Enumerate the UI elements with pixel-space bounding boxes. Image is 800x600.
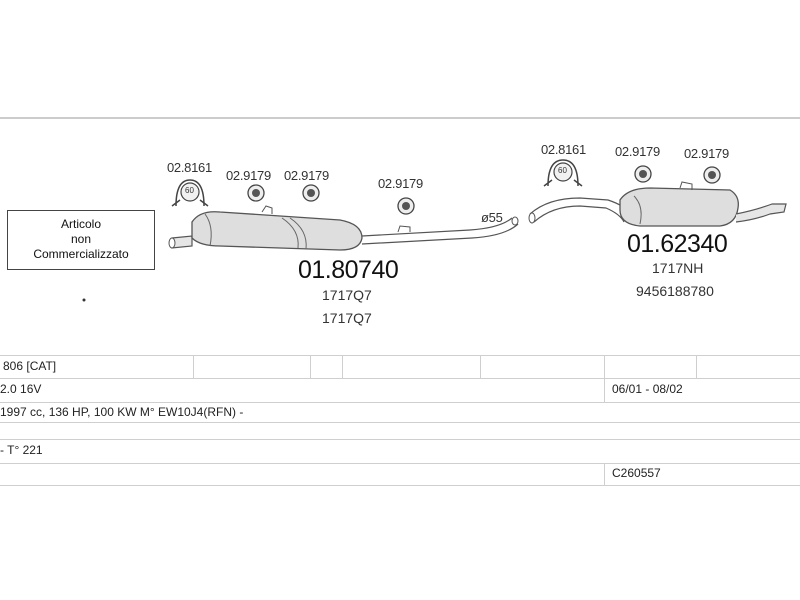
pipe-diameter-label: ø55 — [481, 210, 503, 225]
clamp-large-left-code: 02.8161 — [167, 160, 212, 175]
clamp-small-left-a-code: 02.9179 — [226, 168, 271, 183]
table-divider — [342, 355, 343, 378]
front-silencer-ref-1: 1717Q7 — [322, 287, 372, 303]
clamp-large-right-code: 02.8161 — [541, 142, 586, 157]
middle-pipe-top — [361, 217, 513, 237]
years-cell: 06/01 - 08/02 — [612, 382, 683, 396]
clamp-small-left-c — [397, 197, 415, 215]
table-rule — [0, 355, 800, 356]
tail-pipe — [735, 203, 787, 223]
table-rule — [0, 463, 800, 464]
specs-cell: 1997 cc, 136 HP, 100 KW M° EW10J4(RFN) - — [0, 405, 244, 419]
clamp-small-left-c-code: 02.9179 — [378, 176, 423, 191]
rear-silencer-seam — [633, 195, 642, 225]
table-rule — [0, 485, 800, 486]
clamp-small-right-a — [634, 165, 652, 183]
clamp-small-left-a — [247, 184, 265, 202]
middle-pipe-end — [511, 216, 519, 226]
hanger-bracket — [261, 205, 273, 214]
table-divider — [696, 355, 697, 378]
clamp-large-left — [171, 179, 209, 207]
table-rule — [0, 402, 800, 403]
model-cell: 806 [CAT] — [3, 359, 57, 373]
table-divider — [604, 355, 605, 402]
rear-silencer-assembly — [528, 181, 787, 227]
front-silencer-seam — [204, 213, 212, 247]
rear-hanger — [679, 181, 693, 190]
table-divider — [480, 355, 481, 378]
clamp-large-right-badge: 60 — [558, 166, 567, 175]
inlet-opening — [168, 237, 176, 249]
clamp-small-left-b — [302, 184, 320, 202]
rear-silencer-body — [619, 187, 739, 227]
table-rule — [0, 378, 800, 379]
rear-pipe-bottom — [533, 205, 625, 223]
note-line-1: Articolo — [60, 217, 101, 231]
front-silencer-seam — [281, 217, 299, 249]
front-silencer-body — [191, 211, 363, 251]
clamp-small-right-b-code: 02.9179 — [684, 146, 729, 161]
engine-cell: 2.0 16V — [0, 382, 42, 396]
note-line-3: Commercializzato — [33, 247, 129, 261]
type-cell: - T° 221 — [0, 443, 43, 457]
pipe-hanger — [397, 225, 411, 233]
table-rule — [0, 439, 800, 440]
table-rule — [0, 422, 800, 423]
clamp-large-left-badge: 60 — [185, 186, 194, 195]
front-silencer-part-number: 01.80740 — [298, 256, 399, 284]
front-silencer-assembly — [168, 205, 519, 251]
rear-silencer-ref-1: 1717NH — [652, 260, 704, 276]
rear-silencer-ref-2: 9456188780 — [636, 283, 714, 299]
clamp-large-right — [543, 159, 583, 187]
rear-silencer-part-number: 01.62340 — [627, 230, 728, 258]
clamp-small-left-b-code: 02.9179 — [284, 168, 329, 183]
front-silencer-ref-2: 1717Q7 — [322, 310, 372, 326]
middle-pipe-bottom — [361, 223, 519, 245]
front-silencer-seam — [289, 217, 307, 250]
table-divider — [310, 355, 311, 378]
catalog-code-cell: C260557 — [612, 466, 661, 480]
table-divider — [604, 463, 605, 485]
clamp-small-right-a-code: 02.9179 — [615, 144, 660, 159]
table-divider — [193, 355, 194, 378]
note-line-2: non — [70, 232, 92, 246]
not-commercialized-note: Articolo non Commercializzato — [7, 210, 155, 270]
rear-pipe-opening — [528, 212, 536, 224]
clamp-small-right-b — [703, 166, 721, 184]
stray-mark — [82, 298, 86, 302]
